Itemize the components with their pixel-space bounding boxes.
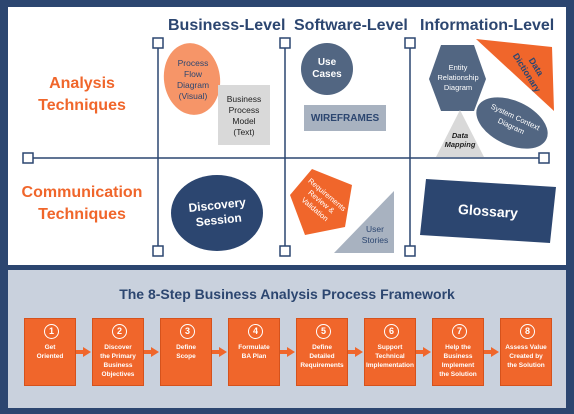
matrix-grid [22, 37, 556, 257]
grid-marker [404, 245, 416, 257]
column-header-software: Software-Level [294, 17, 408, 34]
step-number-badge: 3 [180, 324, 195, 339]
data-mapping-triangle [436, 110, 484, 157]
step-arrow-shaft [76, 350, 84, 354]
techniques-matrix-panel: Business-Level Software-Level Informatio… [8, 7, 566, 265]
wireframes-box [304, 105, 386, 131]
grid-marker [404, 37, 416, 49]
glossary-shape [420, 179, 556, 243]
framework-panel: The 8-Step Business Analysis Process Fra… [8, 270, 566, 408]
framework-title: The 8-Step Business Analysis Process Fra… [119, 286, 455, 302]
step-arrow-shaft [484, 350, 492, 354]
column-header-information: Information-Level [420, 17, 555, 34]
discovery-session-ellipse [171, 175, 263, 251]
data-dictionary-shape [476, 39, 554, 111]
step-arrow-shaft [280, 350, 288, 354]
step-number-badge: 2 [112, 324, 127, 339]
use-cases-circle [301, 43, 353, 95]
step-arrow-shaft [144, 350, 152, 354]
user-stories-triangle [334, 191, 394, 253]
step-arrow-icon [287, 347, 295, 357]
step-number-badge: 6 [384, 324, 399, 339]
step-arrow-icon [355, 347, 363, 357]
step-number-badge: 5 [316, 324, 331, 339]
row-header-analysis: Analysis Techniques [38, 75, 126, 114]
grid-marker [152, 37, 164, 49]
grid-marker [279, 37, 291, 49]
step-arrow-icon [83, 347, 91, 357]
grid-marker [22, 152, 34, 164]
step-number-badge: 4 [248, 324, 263, 339]
row-header-communication: Communication Techniques [21, 184, 143, 223]
step-arrow-icon [151, 347, 159, 357]
step-arrow-shaft [212, 350, 220, 354]
process-flow-ellipse [163, 43, 221, 115]
grid-marker [279, 245, 291, 257]
step-number-badge: 8 [520, 324, 535, 339]
requirements-review-pentagon [290, 169, 352, 235]
column-header-business: Business-Level [168, 17, 286, 34]
system-context-ellipse [476, 97, 548, 149]
wireframes-label: WIREFRAMES [310, 112, 380, 124]
step-arrow-shaft [348, 350, 356, 354]
grid-marker [152, 245, 164, 257]
step-number-badge: 1 [44, 324, 59, 339]
grid-marker [538, 152, 550, 164]
business-process-model-box [218, 85, 270, 145]
erd-hexagon [429, 45, 486, 111]
step-arrow-icon [423, 347, 431, 357]
step-arrow-icon [219, 347, 227, 357]
step-arrow-shaft [416, 350, 424, 354]
step-arrow-icon [491, 347, 499, 357]
step-number-badge: 7 [452, 324, 467, 339]
